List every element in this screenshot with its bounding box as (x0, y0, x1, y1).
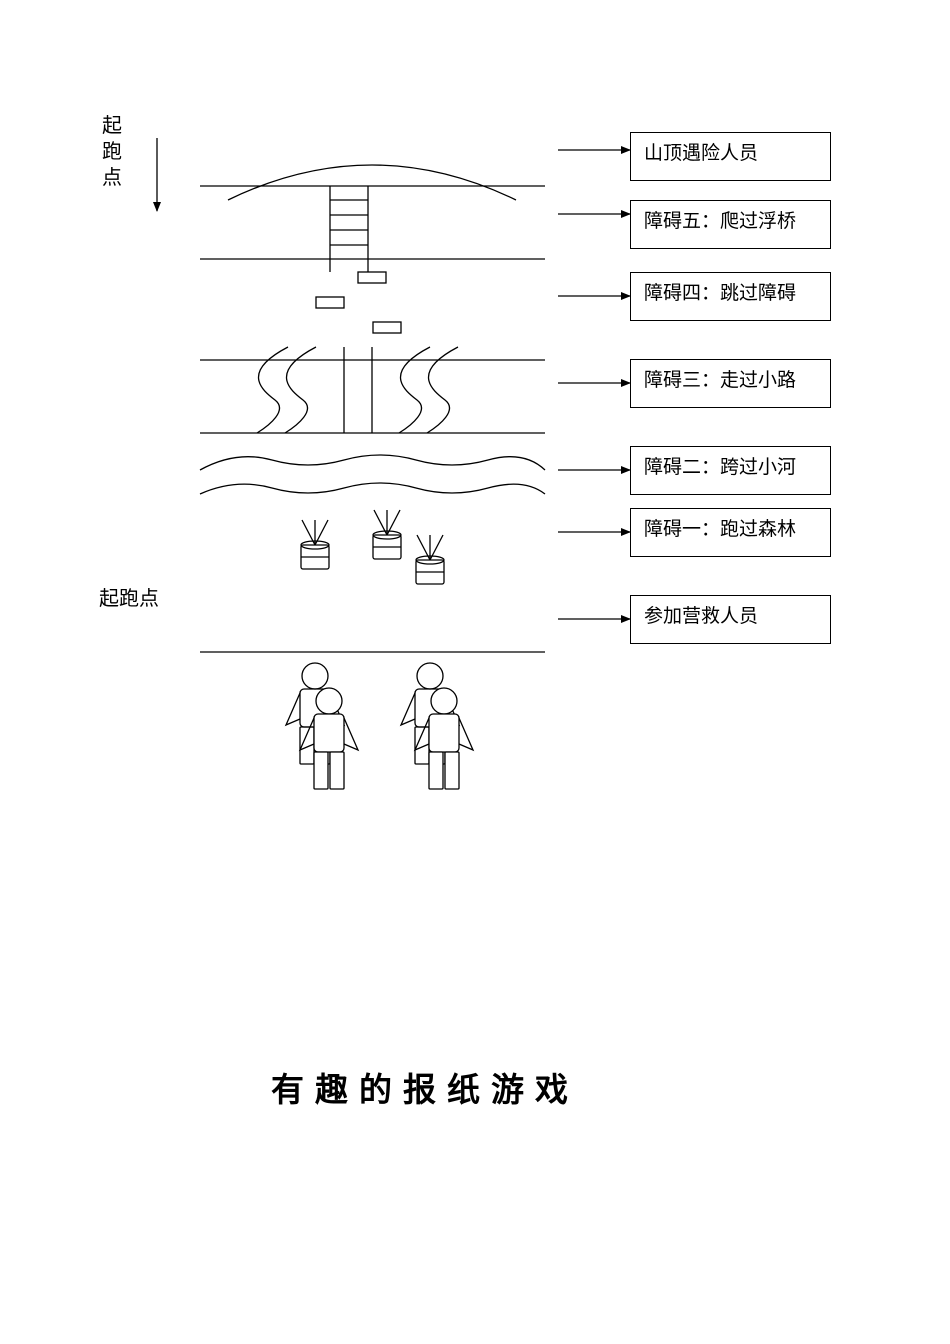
stage-box-summit: 山顶遇险人员 (630, 132, 831, 181)
page-title: 有趣的报纸游戏 (271, 1070, 579, 1109)
start-point-label: 起跑点 (99, 586, 159, 610)
forest-tree (372, 509, 402, 560)
forest-tree (300, 519, 330, 570)
river-waves (199, 454, 546, 495)
rescuer-figure-front (298, 687, 360, 790)
hurdle-blocks (315, 271, 402, 334)
winding-path (200, 346, 545, 434)
rescuer-figure-front (413, 687, 475, 790)
stage-box-rescuers: 参加营救人员 (630, 595, 831, 644)
mountain-summit (200, 164, 545, 201)
stage-box-obstacle1: 障碍一：跑过森林 (630, 508, 831, 557)
forest-tree (415, 534, 445, 585)
start-char-dian: 点 (102, 165, 122, 189)
start-point-vertical-label: 起 跑 点 (99, 112, 125, 190)
stage-box-obstacle3: 障碍三：走过小路 (630, 359, 831, 408)
start-char-pao: 跑 (102, 139, 122, 163)
stage-box-obstacle4: 障碍四：跳过障碍 (630, 272, 831, 321)
stage-box-obstacle2: 障碍二：跨过小河 (630, 446, 831, 495)
stage-box-obstacle5: 障碍五：爬过浮桥 (630, 200, 831, 249)
start-char-qi: 起 (102, 113, 122, 137)
floating-bridge (200, 186, 545, 272)
